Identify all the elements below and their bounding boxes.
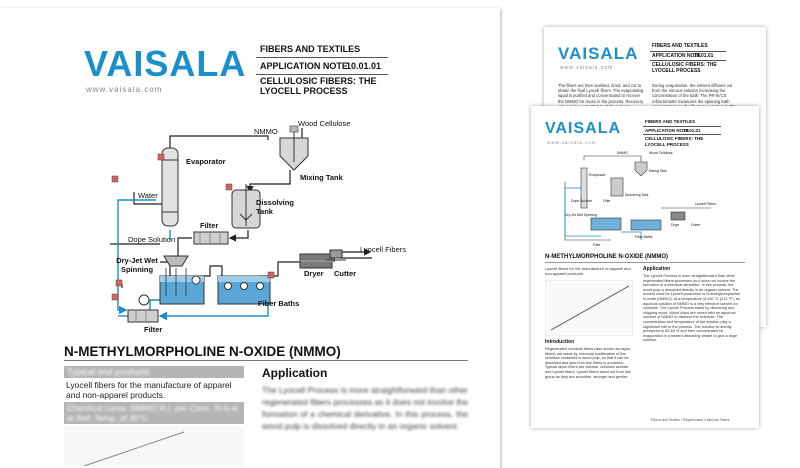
small-left-intro: Lyocell fibers for the manufacture of ap… — [545, 266, 631, 276]
main-section-title: N-METHYLMORPHOLINE N-OXIDE (NMMO) — [64, 344, 341, 359]
small-app-text: The Lyocell Process is more straightforw… — [643, 274, 741, 343]
header-category: FIBERS AND TEXTILES — [652, 43, 708, 49]
application-heading: Application — [262, 366, 328, 380]
small-intro-text: Regenerated cellulose fibers (also known… — [545, 347, 631, 379]
small-diag-diss: Dissolving Tank — [625, 193, 649, 197]
main-header-category: FIBERS AND TEXTILES — [260, 44, 361, 54]
filter-top — [193, 231, 229, 245]
back-page-3: VAISALA www.vaisala.com FIBERS AND TEXTI… — [531, 106, 759, 428]
small-diag-filter: Filter — [603, 199, 611, 203]
small-diag-mixing: Mixing Tank — [649, 169, 667, 173]
main-header-note-number: 10.01.01 — [346, 61, 382, 71]
vaisala-logo-small: VAISALA — [545, 120, 622, 137]
label-lyocell-fibers: Lyocell Fibers — [360, 245, 406, 254]
main-page: VAISALA www.vaisala.com FIBERS AND TEXTI… — [0, 8, 500, 468]
header-note-number: 10.01.01 — [694, 53, 714, 59]
small-diag-baths: Fiber Baths — [635, 235, 653, 239]
section-rule — [64, 360, 468, 361]
small-section-title: N-METHYLMORPHOLINE N-OXIDE (NMMO) — [545, 254, 668, 260]
small-header-note-number: 10.01.01 — [683, 128, 701, 133]
main-header-note-label: APPLICATION NOTE — [260, 61, 348, 71]
spinneret — [163, 255, 189, 267]
table-header-text: Typical end products — [67, 367, 150, 377]
label-wood-cellulose: Wood Cellulose — [298, 119, 350, 128]
cutter — [329, 249, 343, 259]
header-rule-2 — [256, 74, 388, 75]
label-filter-top: Filter — [200, 221, 218, 230]
vaisala-logo: VAISALA — [558, 44, 639, 63]
chart-header-text: Chemical curve: NMMO R.I. per Conc. % b.… — [67, 403, 240, 423]
header-note-label: APPLICATION NOTE — [652, 53, 701, 59]
small-header-category: FIBERS AND TEXTILES — [645, 119, 696, 124]
chart-header-bar: Chemical curve: NMMO R.I. per Conc. % b.… — [64, 402, 244, 424]
label-fiber-baths: Fiber Baths — [258, 299, 299, 308]
application-text: The Lyocell Process is more straightforw… — [262, 385, 469, 431]
label-nmmo: NMMO — [254, 127, 278, 136]
evaporator-vessel — [161, 147, 179, 227]
label-water: Water — [138, 191, 158, 200]
main-website-url: www.vaisala.com — [86, 85, 163, 94]
table-body-text: Lyocell fibers for the manufacture of ap… — [66, 380, 232, 400]
small-diag-dryjet: Dry-Jet Wet Spinning — [565, 213, 597, 217]
header-subject: CELLULOSIC FIBERS: THE LYOCELL PROCESS — [652, 62, 717, 74]
label-dope-solution: Dope Solution — [128, 235, 175, 244]
main-header-subject: CELLULOSIC FIBERS: THE LYOCELL PROCESS — [260, 76, 377, 96]
website-url: www.vaisala.com — [560, 65, 614, 71]
pump — [138, 294, 150, 306]
process-diagram: NMMO Wood Cellulose Evaporator Mixing Ta… — [110, 119, 406, 334]
small-diag-dope: Dope Solution — [571, 199, 592, 203]
small-diag-nmmo: NMMO — [617, 151, 628, 155]
label-evaporator: Evaporator — [186, 157, 226, 166]
label-mixing-tank: Mixing Tank — [300, 173, 344, 182]
small-intro-heading: Introduction — [545, 339, 575, 345]
small-diag-evap: Evaporator — [589, 173, 606, 177]
small-diag-lyocell: Lyocell Fibers — [695, 202, 716, 206]
label-cutter: Cutter — [334, 269, 356, 278]
small-process-diagram: NMMO Wood Cellulose Evaporator Mixing Ta… — [564, 151, 716, 247]
small-diag-cutter: Cutter — [691, 223, 701, 227]
small-header-note-label: APPLICATION NOTE — [645, 128, 689, 133]
small-diag-wood: Wood Cellulose — [649, 151, 673, 155]
small-footer: Fibers and Textiles / Regenerated Cellul… — [651, 418, 730, 422]
label-dry-jet: Dry-Jet Wet Spinning — [116, 256, 158, 274]
label-dryer: Dryer — [304, 269, 324, 278]
website-url-small: www.vaisala.com — [547, 140, 597, 145]
main-vaisala-logo: VAISALA — [84, 43, 247, 84]
table-header-bar: Typical end products — [64, 366, 244, 378]
label-filter-bottom: Filter — [144, 325, 162, 334]
small-diag-dryer: Dryer — [671, 223, 680, 227]
small-diag-filter2: Filter — [593, 243, 601, 247]
filter-bottom — [127, 309, 159, 323]
concentration-chart — [64, 426, 244, 466]
small-chart — [545, 280, 633, 336]
header-rule-1 — [256, 57, 388, 58]
label-dissolving-tank: Dissolving Tank — [256, 198, 294, 216]
small-header-subject: CELLULOSIC FIBERS: THE LYOCELL PROCESS — [645, 136, 704, 147]
small-app-heading: Application — [643, 266, 671, 272]
